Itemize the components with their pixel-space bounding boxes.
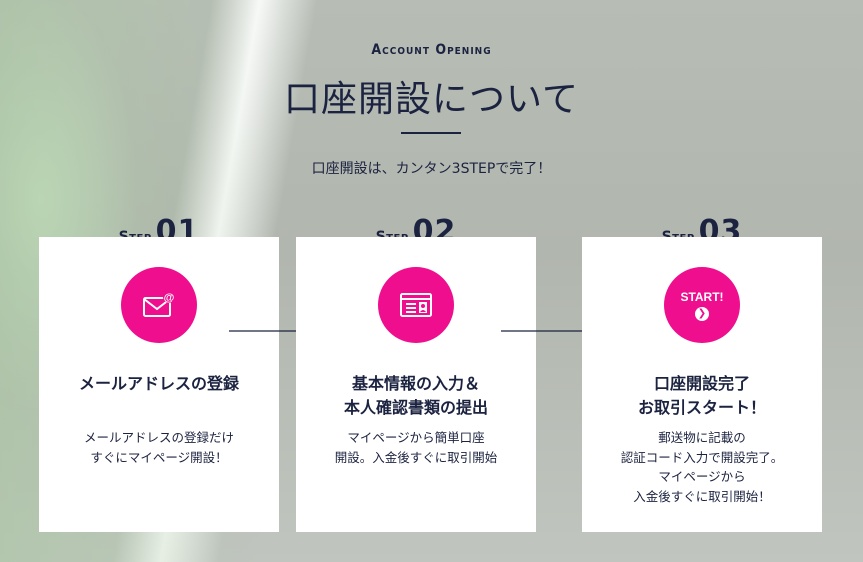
step-1-title-line: メールアドレスの登録 <box>39 372 279 396</box>
step-3-icon-circle: START! ❯ <box>664 267 740 343</box>
step-3-desc-line: 認証コード入力で開設完了。 <box>582 448 822 468</box>
step-3-desc-line: 郵送物に記載の <box>582 428 822 448</box>
step-1-desc-line: メールアドレスの登録だけ <box>39 428 279 448</box>
step-2-description: マイページから簡単口座 開設。入金後すぐに取引開始 <box>296 428 536 467</box>
page-subtitle: 口座開設は、カンタン3STEPで完了！ <box>0 158 863 178</box>
step-1-desc-line: すぐにマイページ開設！ <box>39 448 279 468</box>
step-3-title: 口座開設完了 お取引スタート！ <box>582 372 822 420</box>
title-divider <box>401 132 461 134</box>
svg-text:@: @ <box>164 292 175 304</box>
step-3-title-line: 口座開設完了 <box>582 372 822 396</box>
step-2-title-line: 本人確認書類の提出 <box>296 396 536 420</box>
section-eyebrow: Account Opening <box>0 42 863 58</box>
step-1-description: メールアドレスの登録だけ すぐにマイページ開設！ <box>39 428 279 467</box>
step-3-desc-line: マイページから <box>582 467 822 487</box>
step-2-card: 基本情報の入力＆ 本人確認書類の提出 マイページから簡単口座 開設。入金後すぐに… <box>296 237 536 532</box>
step-2-icon-circle <box>378 267 454 343</box>
chevron-right-icon: ❯ <box>695 307 709 321</box>
step-1-title: メールアドレスの登録 <box>39 372 279 396</box>
step-3-card: START! ❯ 口座開設完了 お取引スタート！ 郵送物に記載の 認証コード入力… <box>582 237 822 532</box>
step-2-title: 基本情報の入力＆ 本人確認書類の提出 <box>296 372 536 420</box>
step-1-icon-circle: @ <box>121 267 197 343</box>
step-3-desc-line: 入金後すぐに取引開始！ <box>582 487 822 507</box>
id-card-icon <box>398 291 434 319</box>
step-1-card: @ メールアドレスの登録 メールアドレスの登録だけ すぐにマイページ開設！ <box>39 237 279 532</box>
step-2-title-line: 基本情報の入力＆ <box>296 372 536 396</box>
step-2-desc-line: マイページから簡単口座 <box>296 428 536 448</box>
start-icon-label: START! <box>680 290 723 304</box>
step-3-title-line: お取引スタート！ <box>582 396 822 420</box>
step-3-description: 郵送物に記載の 認証コード入力で開設完了。 マイページから 入金後すぐに取引開始… <box>582 428 822 506</box>
page-title: 口座開設について <box>0 70 863 122</box>
mail-icon: @ <box>141 290 177 320</box>
step-2-desc-line: 開設。入金後すぐに取引開始 <box>296 448 536 468</box>
